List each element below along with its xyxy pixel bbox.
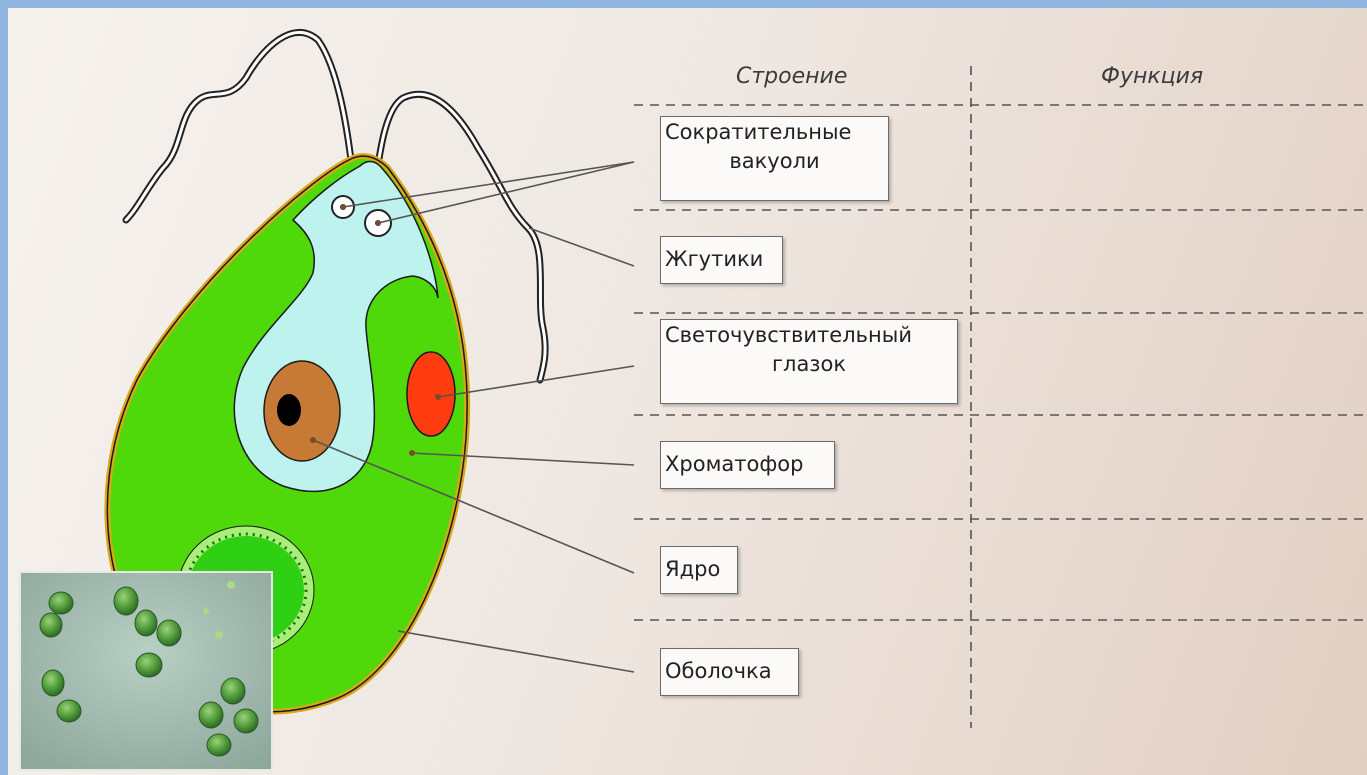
label-contractile-vacuoles: Сократительные вакуоли bbox=[660, 116, 889, 201]
leader-line-membrane bbox=[398, 631, 634, 672]
label-text-line1: Сократительные bbox=[665, 120, 851, 144]
label-text: Жгутики bbox=[665, 247, 763, 271]
column-header-function: Функция bbox=[1101, 64, 1203, 89]
label-eyespot: Светочувствительный глазок bbox=[660, 319, 958, 404]
leader-line-vacuole-2 bbox=[378, 162, 634, 223]
label-text: Ядро bbox=[665, 557, 720, 581]
eyespot bbox=[407, 352, 455, 436]
slide: Строение Функция Сократительные вакуоли … bbox=[8, 8, 1367, 775]
label-nucleus: Ядро bbox=[660, 546, 738, 594]
label-text: Хроматофор bbox=[665, 452, 804, 476]
leader-line-flagella bbox=[529, 228, 634, 266]
micrograph-photo bbox=[19, 571, 273, 771]
label-text-line2: глазок bbox=[665, 350, 953, 379]
label-chromatophore: Хроматофор bbox=[660, 441, 835, 489]
label-membrane: Оболочка bbox=[660, 648, 799, 696]
column-header-structure: Строение bbox=[736, 64, 847, 89]
label-flagella: Жгутики bbox=[660, 236, 783, 284]
label-text: Оболочка bbox=[665, 659, 772, 683]
label-text-line2: вакуоли bbox=[665, 147, 884, 176]
label-text-line1: Светочувствительный bbox=[665, 323, 912, 347]
